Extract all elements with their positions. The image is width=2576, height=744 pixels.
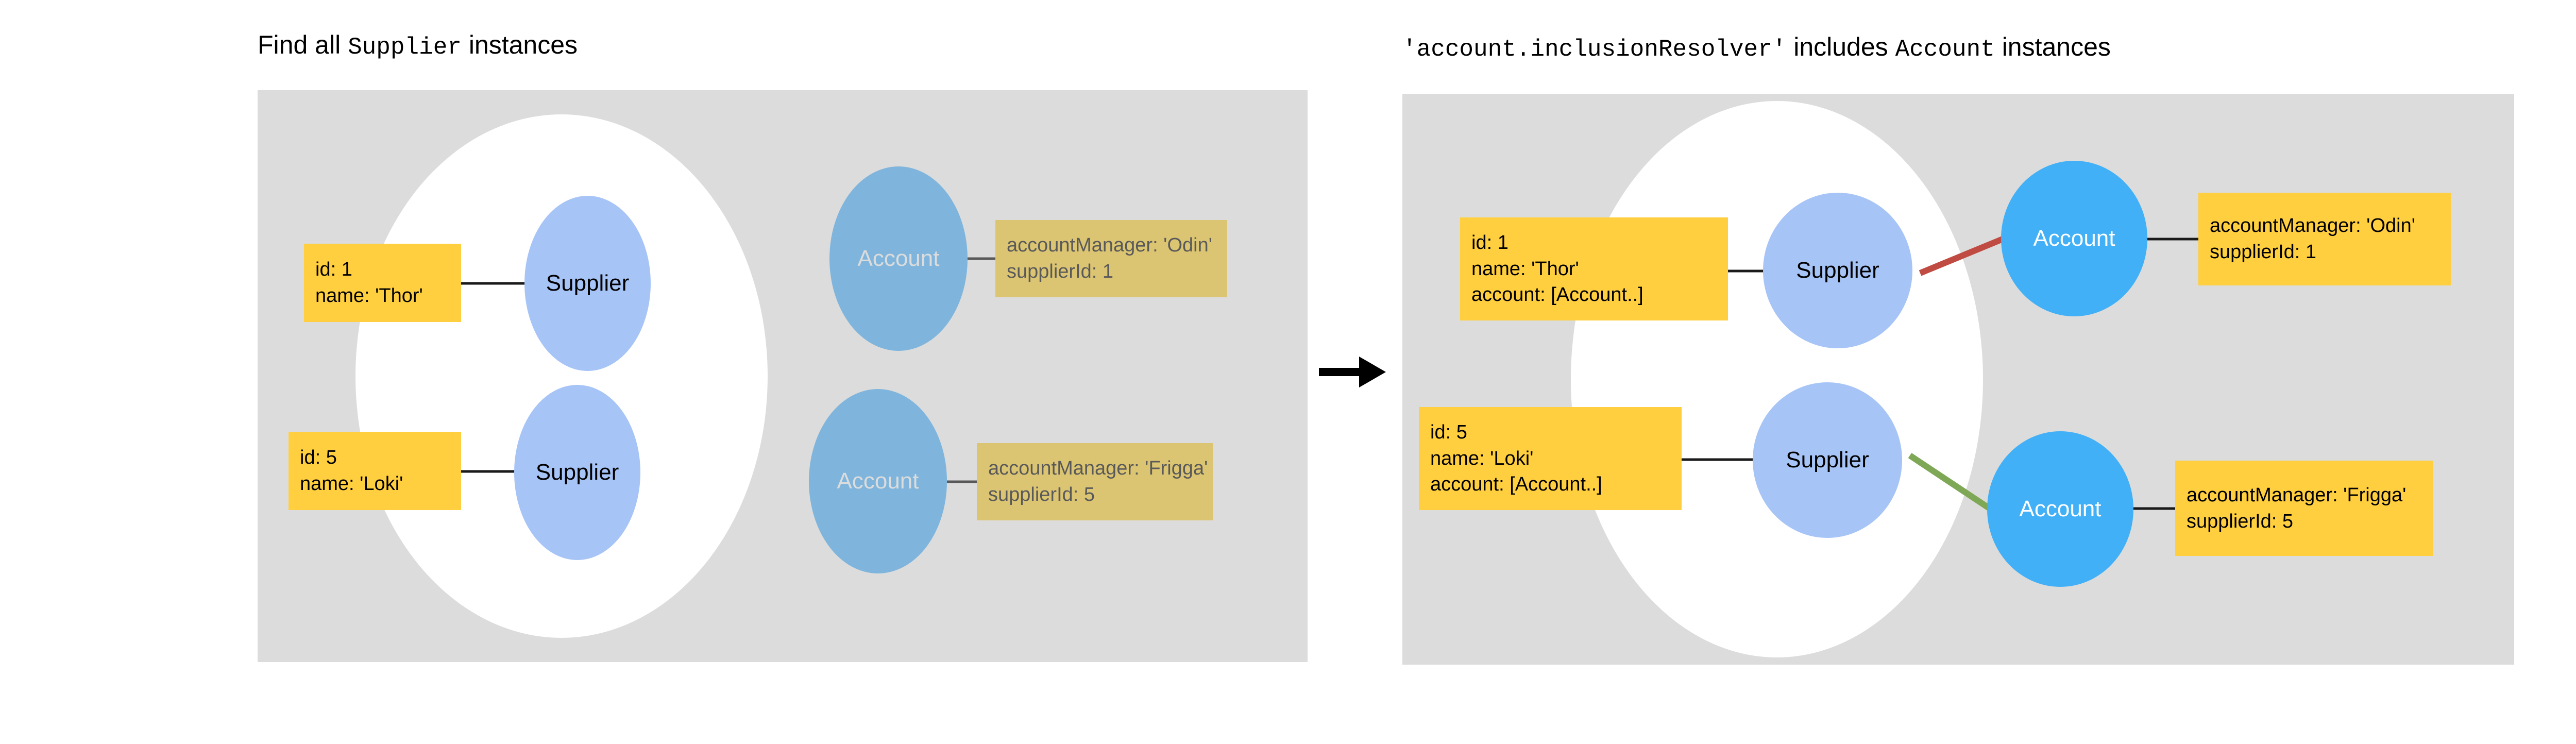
account-node-1: Account (2001, 161, 2147, 316)
supplier-1-line-1: id: 1 (315, 259, 352, 281)
supplier-node-2-label: Supplier (1786, 447, 1869, 472)
supplier-1-line-1: id: 1 (1471, 231, 1509, 253)
supplier-2-line-1: id: 5 (1430, 421, 1467, 443)
left-panel-graphics (355, 114, 995, 638)
account-data-box-1: accountManager: 'Odin' supplierId: 1 (995, 220, 1227, 297)
account-node-2: Account (1987, 431, 2133, 587)
supplier-1-line-2: name: 'Thor' (315, 285, 423, 307)
supplier-node-1-label: Supplier (546, 270, 630, 296)
account-2-line-1: accountManager: 'Frigga' (988, 458, 1208, 480)
account-1-line-1: accountManager: 'Odin' (2210, 215, 2415, 237)
account-1-line-2: supplierId: 1 (1007, 261, 1114, 282)
account-2-line-2: supplierId: 5 (2187, 510, 2294, 532)
supplier-node-2: Supplier (1753, 382, 1902, 538)
supplier-data-box-2: id: 5 name: 'Loki' (289, 432, 461, 510)
supplier-data-box-1: id: 1 name: 'Thor' (304, 244, 461, 322)
account-node-1: Account (829, 166, 968, 351)
supplier-node-1: Supplier (1763, 193, 1912, 348)
relation-connector-green (1908, 453, 1992, 511)
supplier-data-box-2: id: 5 name: 'Loki' account: [Account..] (1419, 407, 1682, 510)
left-title-prefix: Find all (258, 30, 348, 59)
right-panel-graphics (1571, 101, 2198, 657)
supplier-1-line-2: name: 'Thor' (1471, 258, 1579, 280)
left-title-code: Supplier (348, 34, 462, 61)
account-node-2-label: Account (2019, 496, 2102, 521)
right-panel: id: 1 name: 'Thor' account: [Account..] … (1402, 94, 2514, 665)
account-node-1-label: Account (2033, 226, 2115, 251)
relation-connector-red (1919, 236, 2004, 276)
supplier-1-line-3: account: [Account..] (1471, 284, 1643, 306)
left-panel: id: 1 name: 'Thor' id: 5 name: 'Loki' Su… (258, 90, 1308, 662)
right-title-suffix2: instances (1994, 32, 2111, 61)
supplier-node-2-label: Supplier (535, 460, 619, 485)
right-title-code: 'account.inclusionResolver' (1402, 36, 1787, 63)
account-1-line-1: accountManager: 'Odin' (1007, 234, 1212, 257)
left-title-suffix: instances (461, 30, 578, 59)
supplier-node-1-label: Supplier (1796, 258, 1879, 283)
supplier-2-line-3: account: [Account..] (1430, 474, 1602, 496)
supplier-data-box-1: id: 1 name: 'Thor' account: [Account..] (1460, 217, 1728, 320)
right-title-suffix: includes (1786, 32, 1895, 61)
account-data-box-2: accountManager: 'Frigga' supplierId: 5 (977, 443, 1213, 520)
right-title-code2: Account (1895, 36, 1995, 63)
supplier-highlight-ellipse (355, 114, 768, 638)
supplier-2-line-2: name: 'Loki' (300, 473, 403, 495)
supplier-node-2: Supplier (514, 385, 640, 560)
account-node-1-label: Account (857, 246, 940, 271)
account-data-box-1: accountManager: 'Odin' supplierId: 1 (2198, 193, 2451, 285)
supplier-2-line-2: name: 'Loki' (1430, 447, 1534, 469)
supplier-node-1: Supplier (524, 196, 651, 371)
account-1-line-2: supplierId: 1 (2210, 241, 2317, 263)
left-panel-title: Find all Supplier instances (258, 30, 578, 61)
supplier-account-highlight-ellipse (1571, 101, 1983, 657)
supplier-2-line-1: id: 5 (300, 447, 337, 469)
account-2-line-2: supplierId: 5 (988, 484, 1095, 505)
account-node-2: Account (809, 389, 947, 573)
account-node-2-label: Account (837, 468, 919, 494)
right-panel-title: 'account.inclusionResolver' includes Acc… (1402, 32, 2111, 63)
right-arrow-icon (1319, 357, 1386, 387)
account-data-box-2: accountManager: 'Frigga' supplierId: 5 (2175, 461, 2433, 556)
account-2-line-1: accountManager: 'Frigga' (2187, 484, 2406, 506)
